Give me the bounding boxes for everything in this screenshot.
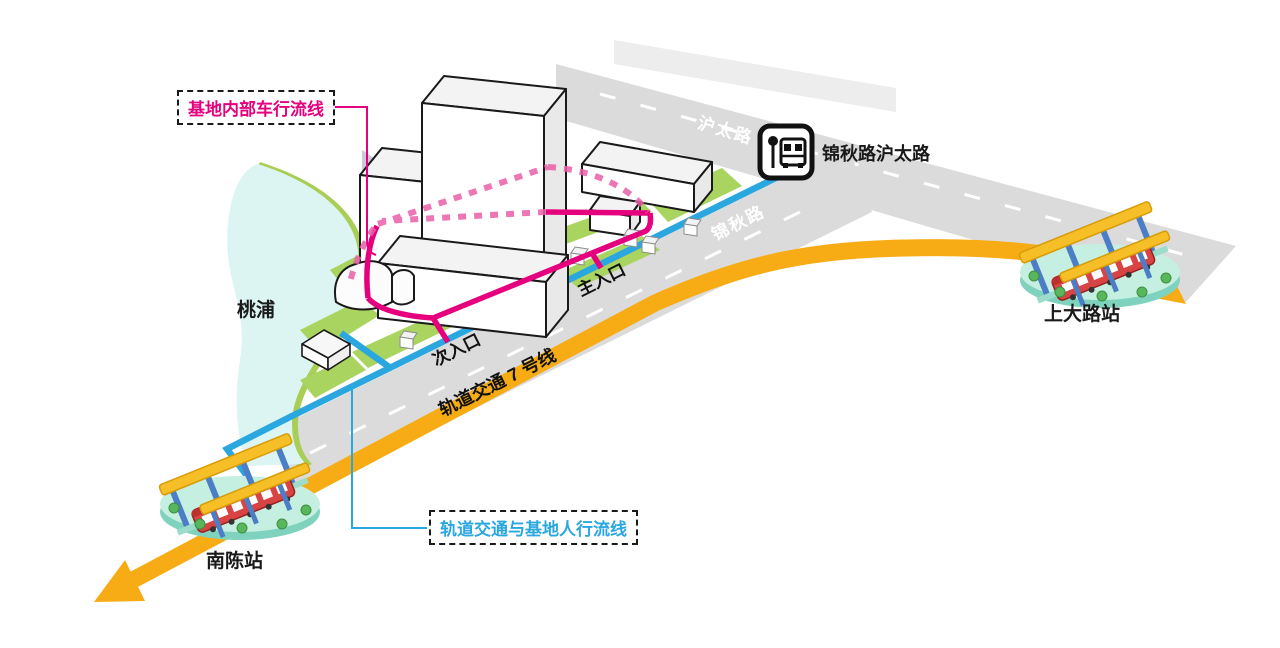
- vehicle-route: [325, 106, 654, 344]
- jinqiu-road: [268, 146, 872, 497]
- shangda-station-label: 上大路站: [1044, 304, 1121, 325]
- background-building: [614, 40, 896, 112]
- vehicle-route-hidden: [347, 164, 651, 283]
- building-blob-2: [391, 269, 415, 306]
- vehicle-legend-leader: [325, 106, 377, 256]
- bus-stop-icon: [757, 123, 815, 181]
- house: [301, 329, 351, 371]
- pedestrian-flow-legend: 轨道交通与基地人行流线: [429, 510, 638, 545]
- secondary-entrance-branch: [430, 316, 451, 344]
- main-entrance-branch: [589, 251, 604, 270]
- vehicle-flow-legend: 基地内部车行流线: [177, 90, 335, 125]
- building-east: [581, 141, 713, 213]
- metro-arrow-southwest: [94, 560, 145, 602]
- bus-stop-label: 锦秋路沪太路: [822, 144, 930, 164]
- water-label: 桃浦: [237, 300, 276, 321]
- site-buildings: [301, 75, 713, 371]
- nanchen-station-label: 南陈站: [206, 551, 264, 572]
- pedestrian-legend-leader: [351, 389, 427, 529]
